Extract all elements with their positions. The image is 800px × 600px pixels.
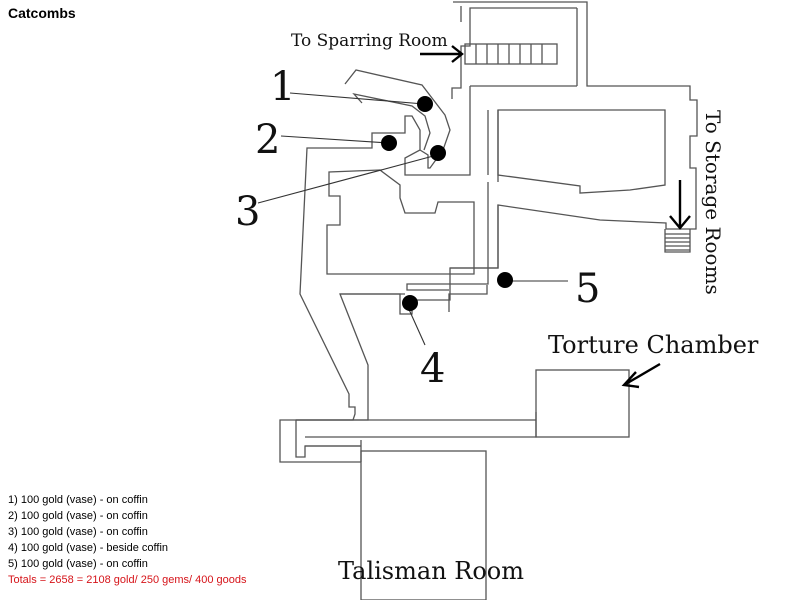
marker-number-3: 3 xyxy=(235,189,260,235)
legend-item-5: 5) 100 gold (vase) - on coffin xyxy=(8,558,148,570)
wall-central-block xyxy=(326,169,475,275)
wall-bottom-corridor xyxy=(296,412,537,462)
label-to-storage-rooms: To Storage Rooms xyxy=(701,110,725,295)
storage-stairs xyxy=(664,229,691,253)
leader-2 xyxy=(280,135,389,144)
marker-numbers: 1 2 3 4 5 xyxy=(235,64,600,392)
legend-item-2: 2) 100 gold (vase) - on coffin xyxy=(8,510,148,522)
marker-dot-4 xyxy=(402,295,418,311)
legend-item-3: 3) 100 gold (vase) - on coffin xyxy=(8,526,148,538)
wall-upper-passage xyxy=(295,86,471,458)
label-talisman-room: Talisman Room xyxy=(338,557,524,585)
marker-dot-2 xyxy=(381,135,397,151)
wall-top-room xyxy=(279,1,698,463)
label-to-sparring-room: To Sparring Room xyxy=(291,31,448,51)
map-arrows xyxy=(420,45,691,389)
leader-3 xyxy=(257,154,438,204)
marker-leaders xyxy=(257,92,568,346)
leader-4 xyxy=(406,304,426,346)
wall-outer-left xyxy=(451,6,578,99)
wall-hook xyxy=(344,69,451,169)
marker-dot-5 xyxy=(497,272,513,288)
marker-number-1: 1 xyxy=(270,64,295,110)
marker-number-2: 2 xyxy=(255,117,280,163)
talisman-room xyxy=(360,450,487,600)
legend-item-4: 4) 100 gold (vase) - beside coffin xyxy=(8,542,168,554)
arrow-to-torture xyxy=(621,362,661,389)
room-labels: To Sparring Room To Storage Rooms Tortur… xyxy=(291,31,759,585)
marker-number-4: 4 xyxy=(420,346,445,392)
loot-legend: 1) 100 gold (vase) - on coffin 2) 100 go… xyxy=(8,492,247,588)
marker-number-5: 5 xyxy=(575,266,600,312)
arrow-to-sparring xyxy=(420,45,464,63)
leader-1 xyxy=(289,92,425,105)
legend-item-1: 1) 100 gold (vase) - on coffin xyxy=(8,494,148,506)
arrow-to-storage xyxy=(669,180,691,230)
sparring-stairs xyxy=(464,43,558,65)
marker-dot-3 xyxy=(430,145,446,161)
map-walls xyxy=(279,1,698,600)
wall-mid-corridor xyxy=(406,110,499,291)
label-torture-chamber: Torture Chamber xyxy=(548,331,759,359)
map-title: Catcombs xyxy=(8,5,76,21)
wall-lower-corridor xyxy=(340,285,488,312)
torture-chamber-room xyxy=(535,369,630,438)
legend-totals: Totals = 2658 = 2108 gold/ 250 gems/ 400… xyxy=(8,574,247,586)
vase-markers xyxy=(381,96,513,311)
wall-upper-right-block xyxy=(497,109,666,194)
marker-dot-1 xyxy=(417,96,433,112)
wall-hook-inner xyxy=(352,92,431,151)
